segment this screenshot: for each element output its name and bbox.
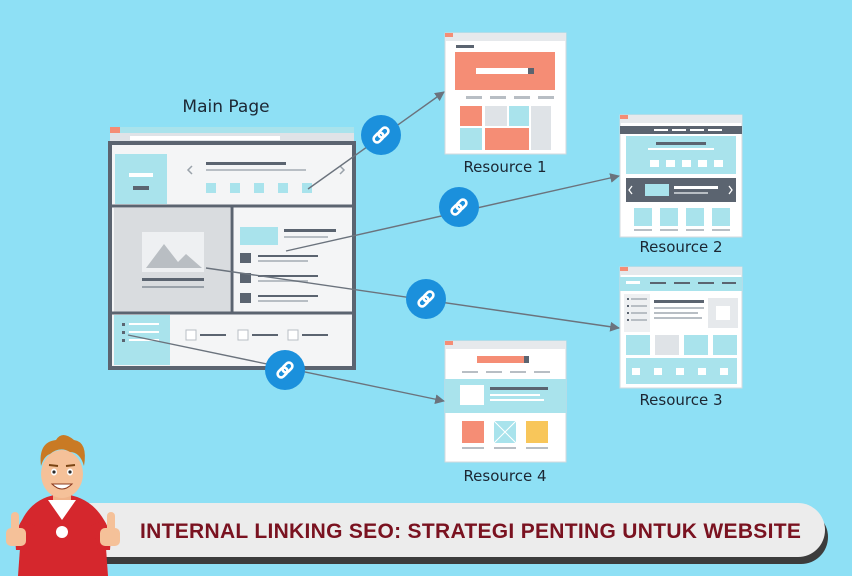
resource-4-mockup: Resource 4	[444, 340, 567, 485]
resource-1-mockup: Resource 1	[444, 32, 567, 176]
link-chain-icon	[406, 279, 446, 319]
resource-3-mockup: Resource 3	[619, 266, 743, 409]
main-page-label: Main Page	[182, 97, 269, 117]
banner-title: INTERNAL LINKING SEO: STRATEGI PENTING U…	[140, 520, 801, 543]
thumbs-up-mascot-icon	[6, 435, 120, 576]
resource-4-label: Resource 4	[463, 467, 546, 485]
resource-3-label: Resource 3	[639, 391, 722, 409]
link-chain-icon	[265, 350, 305, 390]
link-chain-icon	[361, 115, 401, 155]
title-banner: INTERNAL LINKING SEO: STRATEGI PENTING U…	[60, 503, 828, 564]
resource-2-label: Resource 2	[639, 238, 722, 256]
resource-2-mockup: Resource 2	[619, 114, 743, 256]
link-chain-icon	[439, 187, 479, 227]
main-page-mockup: Main Page	[108, 97, 356, 370]
resource-1-label: Resource 1	[463, 158, 546, 176]
